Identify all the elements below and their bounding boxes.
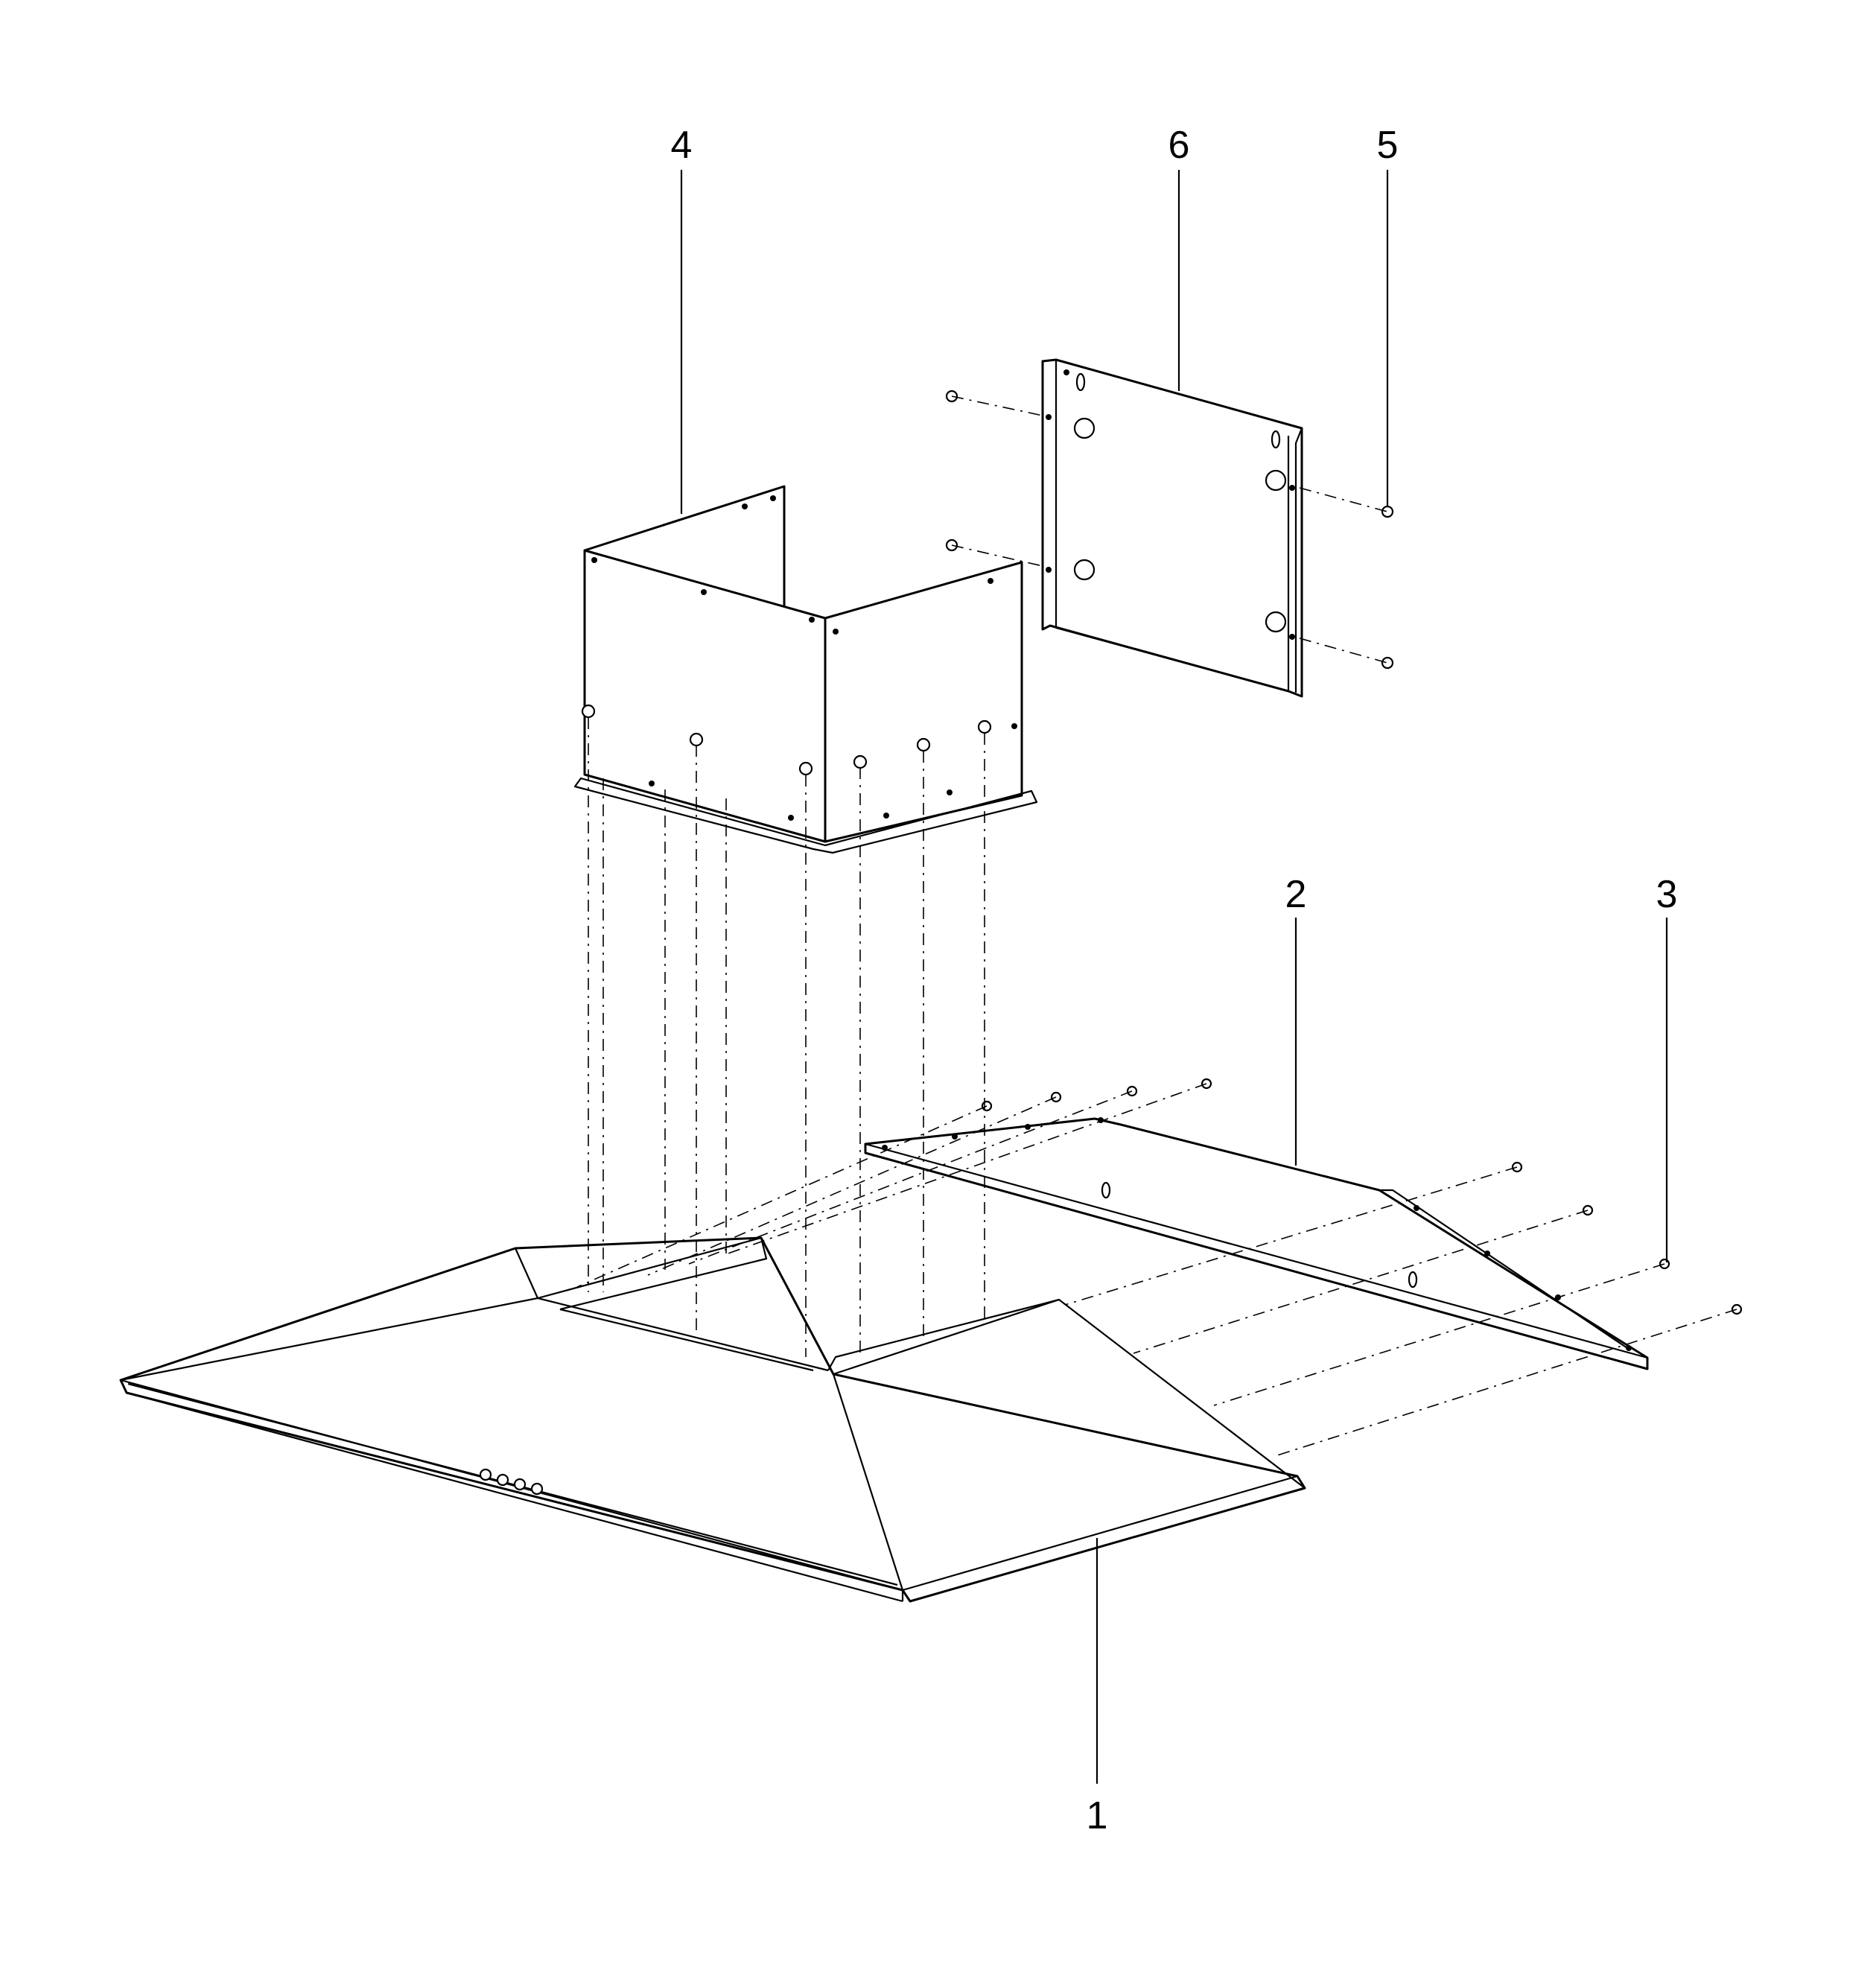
- wall-bracket: [1041, 358, 1303, 698]
- screw-icon: [581, 704, 596, 719]
- part-number-2: 2: [1285, 873, 1307, 916]
- part-number-6: 6: [1168, 124, 1190, 167]
- screw-icon: [977, 719, 992, 734]
- control-knob-icon: [513, 1478, 527, 1491]
- part-number-4: 4: [671, 124, 693, 167]
- part-number-5: 5: [1377, 124, 1399, 167]
- control-knob-icon: [496, 1473, 509, 1487]
- part-number-3: 3: [1656, 873, 1678, 916]
- part-number-1: 1: [1087, 1794, 1108, 1837]
- control-knob-icon: [479, 1468, 492, 1481]
- hood-canopy: [119, 1236, 1306, 1603]
- chimney-cover: [573, 485, 1038, 854]
- screw-icon: [916, 737, 931, 752]
- screw-icon: [798, 761, 813, 776]
- screw-icon: [1381, 505, 1394, 518]
- screw-icon: [689, 732, 704, 747]
- control-knob-icon: [530, 1482, 544, 1496]
- assembly-lines: [576, 395, 1737, 1457]
- screw-icon: [1381, 656, 1394, 670]
- leader-lines: [680, 170, 1668, 1784]
- mounting-rail: [864, 1117, 1649, 1370]
- screw-icon: [853, 754, 868, 769]
